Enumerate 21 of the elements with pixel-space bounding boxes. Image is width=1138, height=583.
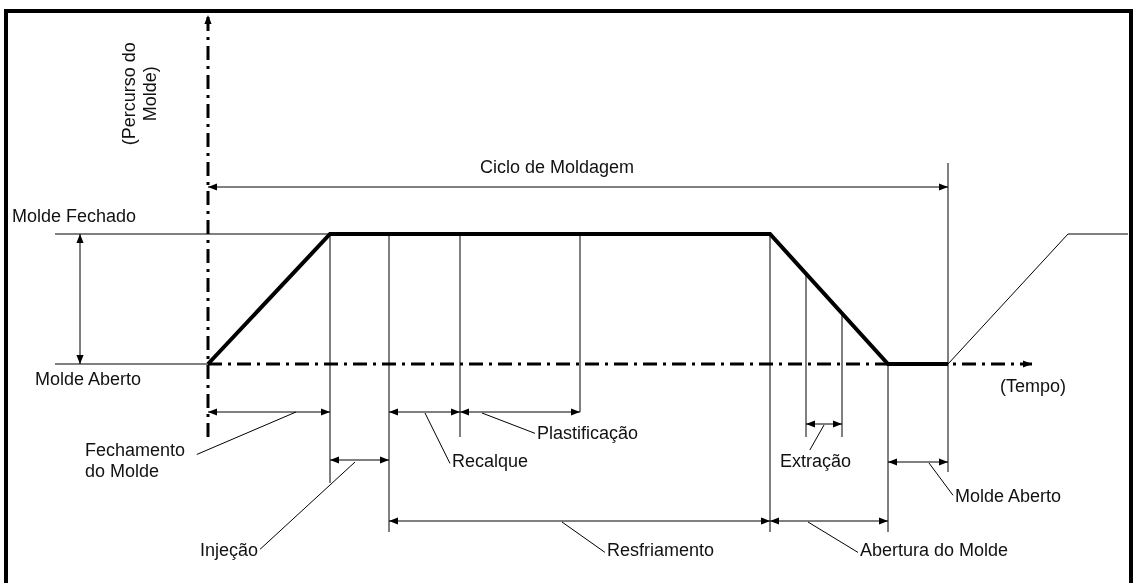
leader-line <box>481 412 536 434</box>
phase-label: Recalque <box>452 451 529 472</box>
phase-label: Extração <box>780 451 852 472</box>
leader-line <box>928 462 954 496</box>
axis-label: Molde Fechado <box>12 206 137 227</box>
phase-label: Injeção <box>200 540 259 561</box>
leader-line <box>561 521 606 553</box>
leader-line <box>809 424 825 451</box>
axis-label: (Percurso do Molde) <box>119 41 161 148</box>
leader-line <box>196 411 297 455</box>
phase-label: Resfriamento <box>607 540 715 561</box>
leader-line <box>807 521 859 553</box>
phase-label: Fechamento do Molde <box>85 440 197 482</box>
phase-label: Plastificação <box>537 423 639 444</box>
phase-label: Molde Aberto <box>955 486 1062 507</box>
leader-line <box>424 412 451 464</box>
leader-line <box>259 461 356 550</box>
axis-label: Molde Aberto <box>35 369 142 390</box>
axis-label: Ciclo de Moldagem <box>480 157 635 178</box>
phase-label: Abertura do Molde <box>860 540 1009 561</box>
axis-label: (Tempo) <box>1000 376 1066 397</box>
